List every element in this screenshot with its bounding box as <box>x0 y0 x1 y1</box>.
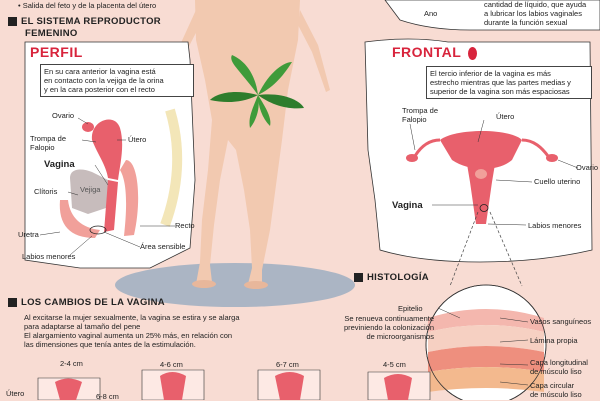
frontal-label-ovario: Ovario <box>576 163 599 172</box>
stage-diagrams <box>37 369 431 400</box>
stage-label-utero: Útero <box>6 389 25 398</box>
perfil-curve <box>160 108 183 227</box>
square-bullet-icon <box>354 272 363 282</box>
perfil-label-labios: Labios menores <box>22 252 76 261</box>
frontal-organs <box>406 131 558 224</box>
histologia-title: HISTOLOGÍA <box>354 272 429 283</box>
left-foot <box>192 280 216 288</box>
section-title-line2: FEMENINO <box>25 28 78 39</box>
histology-circle <box>425 284 547 400</box>
ano-label: Ano <box>424 9 438 18</box>
perfil-label-vejiga: Vejiga <box>80 185 101 194</box>
top-bubble <box>384 0 600 31</box>
histologia-label-epitelio: Epitelio <box>398 304 423 313</box>
square-bullet-icon <box>8 16 17 26</box>
right-foot <box>244 281 268 289</box>
frontal-label-trompa: Trompa de Falopio <box>402 106 438 124</box>
measure-stage1: 2-4 cm <box>60 359 83 368</box>
section-title: EL SISTEMA REPRODUCTOR <box>8 16 161 27</box>
measure-stage3: 6-7 cm <box>276 360 299 369</box>
histology-leaders <box>437 307 529 386</box>
perfil-label-utero: Útero <box>128 135 147 144</box>
zoom-line-left <box>449 211 479 287</box>
perfil-note: En su cara anterior la vagina está en co… <box>40 64 194 97</box>
perfil-title: PERFIL <box>30 44 83 60</box>
dot-icon <box>468 46 478 60</box>
histologia-epitelio-note: Se renueva continuamente previniendo la … <box>343 314 434 341</box>
measure-stage1b: 6-8 cm <box>96 392 119 401</box>
frontal-title: FRONTAL <box>392 44 478 60</box>
frontal-label-cuello: Cuello uterino <box>534 177 581 186</box>
perfil-label-clitoris: Clítoris <box>34 187 58 196</box>
perfil-label-ovario: Ovario <box>52 111 75 120</box>
body-figure <box>195 0 300 284</box>
histologia-label-capa-long: Capa longitudinal de músculo liso <box>530 358 588 376</box>
top-bullet: • Salida del feto y de la placenta del ú… <box>18 1 157 10</box>
histologia-label-lamina: Lámina propia <box>530 336 578 345</box>
frontal-label-labios: Labios menores <box>528 221 582 230</box>
cambios-title: LOS CAMBIOS DE LA VAGINA <box>8 297 165 308</box>
frontal-label-vagina: Vagina <box>392 200 423 211</box>
perfil-label-area: Área sensible <box>140 242 186 251</box>
perfil-label-uretra: Uretra <box>18 230 39 239</box>
measure-stage4: 4-5 cm <box>383 360 406 369</box>
frontal-label-utero: Útero <box>496 112 515 121</box>
perfil-label-vagina: Vagina <box>44 159 75 170</box>
perfil-label-recto: Recto <box>175 221 195 230</box>
right-arm <box>298 10 330 92</box>
measure-stage2: 4-6 cm <box>160 360 183 369</box>
histologia-label-vasos: Vasos sanguíneos <box>530 317 592 326</box>
zoom-line-right <box>489 211 523 287</box>
frontal-note: El tercio inferior de la vagina es más e… <box>426 66 592 99</box>
histologia-label-capa-circ: Capa circular de músculo liso <box>530 381 582 399</box>
cambios-text: Al excitarse la mujer sexualmente, la va… <box>24 313 240 349</box>
perfil-label-trompa: Trompa de Falopio <box>30 134 66 152</box>
perfil-organs <box>59 119 139 238</box>
perfil-leaders <box>39 117 175 256</box>
top-right-text: cantidad de líquido, que ayuda a lubrica… <box>484 0 587 27</box>
leaf-icon <box>210 55 304 128</box>
frontal-leaders <box>409 119 579 226</box>
square-bullet-icon <box>8 297 17 307</box>
floor-shadow <box>115 263 355 307</box>
